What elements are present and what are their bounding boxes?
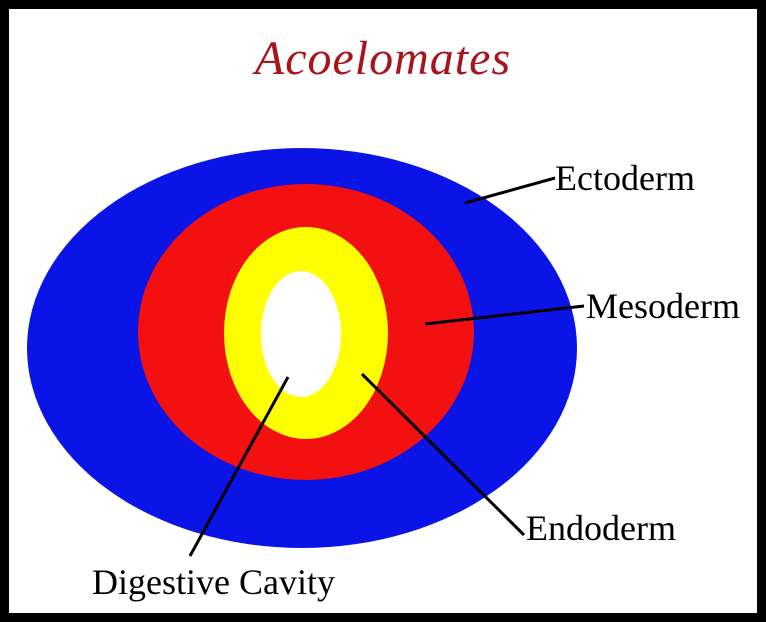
digestive-cavity-label: Digestive Cavity xyxy=(92,562,335,602)
ectoderm-leader xyxy=(465,178,555,203)
digestive-cavity xyxy=(261,271,341,397)
ectoderm-label: Ectoderm xyxy=(555,158,695,198)
mesoderm-label: Mesoderm xyxy=(586,286,740,326)
endoderm-label: Endoderm xyxy=(526,508,676,548)
